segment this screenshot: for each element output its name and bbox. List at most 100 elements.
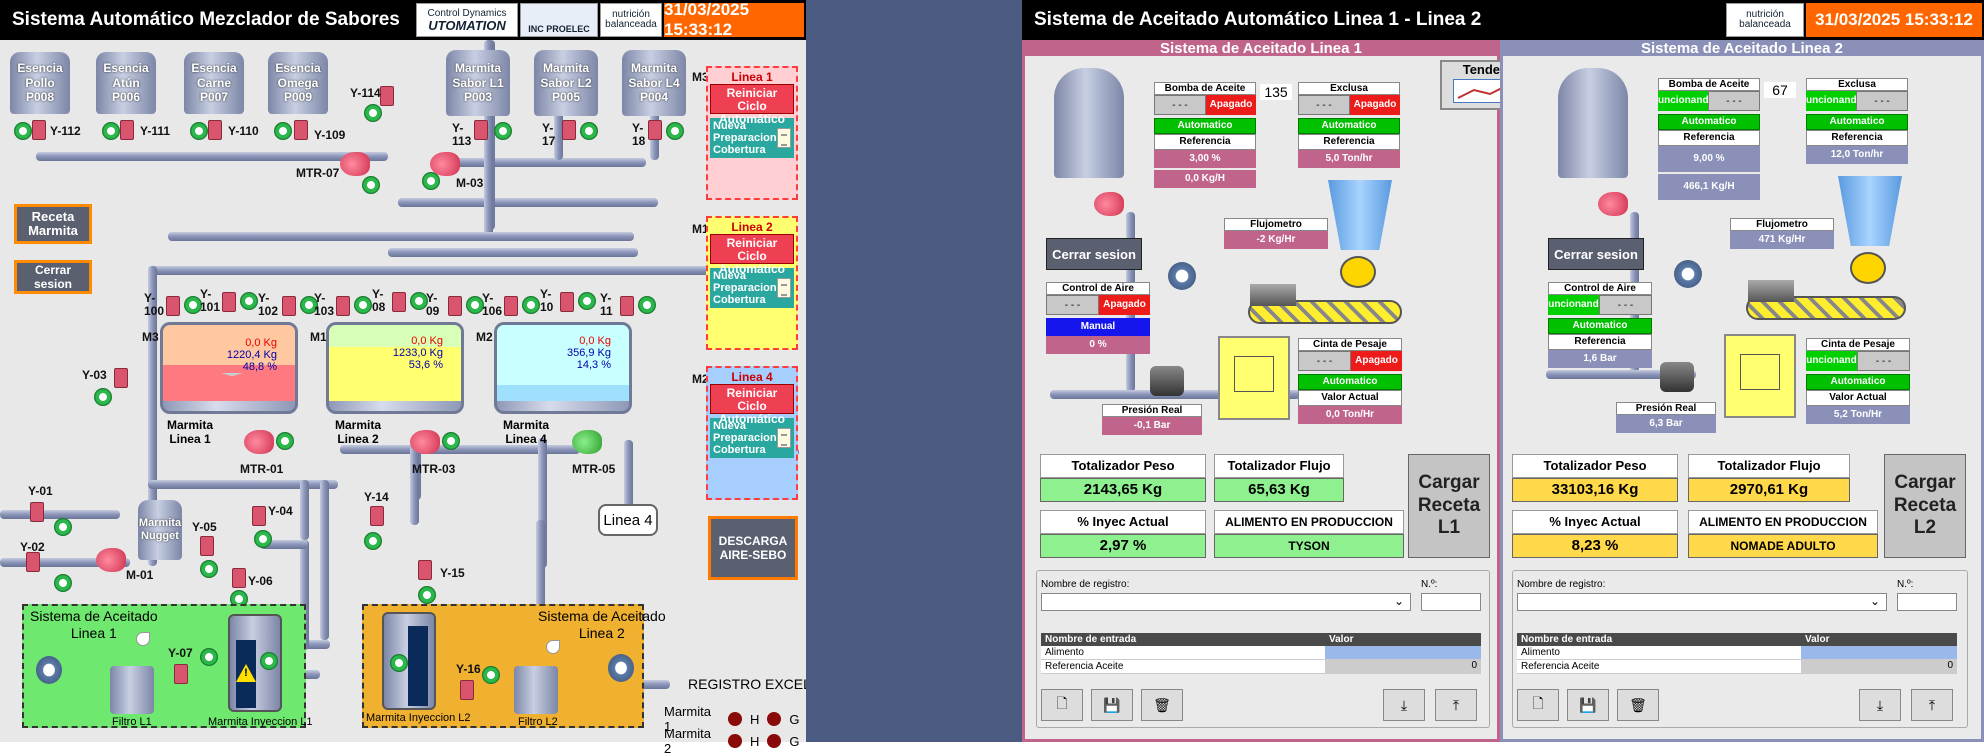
- valve-y17[interactable]: [562, 120, 576, 140]
- linea4-button[interactable]: Linea 4: [598, 504, 658, 536]
- valve-y15[interactable]: [418, 560, 432, 580]
- aire-l1-mode[interactable]: Manual: [1046, 318, 1150, 336]
- numero-registro-l2-input[interactable]: [1897, 593, 1957, 611]
- bomba-l2-toggle[interactable]: - - -: [1708, 91, 1760, 111]
- valve-y16[interactable]: [460, 680, 474, 700]
- cargar-receta-l1-button[interactable]: Cargar Receta L1: [1408, 454, 1490, 558]
- valve-y100[interactable]: [166, 296, 180, 316]
- inyeccion-l1-tank[interactable]: !: [228, 614, 282, 712]
- nueva-preparacion-l1-button[interactable]: Nueva Preparacion Cobertura: [710, 118, 794, 158]
- pump-mtr01[interactable]: [244, 430, 274, 454]
- nombre-registro-l2-select[interactable]: ⌄: [1517, 593, 1887, 611]
- reiniciar-ciclo-l4-button[interactable]: Reiniciar Ciclo Automático: [710, 384, 794, 426]
- new-record-button[interactable]: 🗋: [1041, 689, 1083, 721]
- bomba-l2-ref-value[interactable]: 9,00 %: [1658, 146, 1760, 172]
- valve-y102[interactable]: [282, 296, 296, 316]
- valve-y03[interactable]: [114, 368, 128, 388]
- rotary-valve-l1[interactable]: [1340, 256, 1376, 288]
- bomba-l1-toggle[interactable]: - - -: [1154, 95, 1206, 115]
- valve-y01[interactable]: [30, 502, 44, 522]
- exclusa-l1-toggle[interactable]: - - -: [1298, 95, 1350, 115]
- table-row[interactable]: Alimento: [1517, 646, 1957, 660]
- cinta-l2-mode[interactable]: Automatico: [1806, 374, 1910, 390]
- table-row[interactable]: Alimento: [1041, 646, 1481, 660]
- reiniciar-ciclo-l2-button[interactable]: Reiniciar Ciclo Automático: [710, 234, 794, 276]
- aire-l2-mode[interactable]: Automatico: [1548, 318, 1652, 334]
- marmita-linea-1[interactable]: 0,0 Kg 1220,4 Kg 48,8 %: [160, 322, 298, 414]
- marmita-linea-4[interactable]: 0,0 Kg 356,9 Kg 14,3 %: [494, 322, 632, 414]
- valve-y101[interactable]: [222, 292, 236, 312]
- numero-registro-l1-input[interactable]: [1421, 593, 1481, 611]
- exclusa-l1-ref-value[interactable]: 5,0 Ton/hr: [1298, 150, 1400, 168]
- marmita-linea-2[interactable]: 0,0 Kg 1233,0 Kg 53,6 %: [326, 322, 464, 414]
- nombre-registro-l1-select[interactable]: ⌄: [1041, 593, 1411, 611]
- valve-y110[interactable]: [208, 120, 222, 140]
- valve-y114[interactable]: [380, 86, 394, 106]
- inyeccion-l2-tank[interactable]: [382, 612, 436, 710]
- valve-y14[interactable]: [370, 506, 384, 526]
- cinta-l1-toggle[interactable]: - - -: [1298, 351, 1351, 371]
- record-g-icon[interactable]: [767, 712, 782, 726]
- aire-l2-toggle[interactable]: - - -: [1599, 295, 1652, 315]
- save-record-button[interactable]: 💾: [1567, 689, 1609, 721]
- nueva-preparacion-l2-button[interactable]: Nueva Preparacion Cobertura: [710, 268, 794, 308]
- bomba-l1-mode[interactable]: Automatico: [1154, 118, 1256, 134]
- delete-record-button[interactable]: 🗑: [1141, 689, 1183, 721]
- exclusa-l1-mode[interactable]: Automatico: [1298, 118, 1400, 134]
- cinta-l2-toggle[interactable]: - - -: [1857, 351, 1910, 371]
- valve-y02[interactable]: [26, 552, 40, 572]
- tank-marmita-nugget[interactable]: Marmita Nugget: [138, 500, 182, 560]
- aire-l2-value[interactable]: 1,6 Bar: [1548, 350, 1652, 368]
- reiniciar-ciclo-l1-button[interactable]: Reiniciar Ciclo Automático: [710, 84, 794, 126]
- record-h-icon[interactable]: [728, 712, 742, 726]
- pump-mtr05[interactable]: [572, 430, 602, 454]
- import-button[interactable]: ⤓: [1859, 689, 1901, 721]
- exclusa-l2-toggle[interactable]: - - -: [1856, 91, 1908, 111]
- aire-l1-value[interactable]: 0 %: [1046, 336, 1150, 354]
- pump-aceite-l1[interactable]: [1094, 192, 1124, 216]
- delete-record-button[interactable]: 🗑: [1617, 689, 1659, 721]
- valve-y103[interactable]: [336, 296, 350, 316]
- cerrar-sesion-l1-button[interactable]: Cerrar sesion: [1046, 238, 1142, 270]
- valve-y18[interactable]: [648, 120, 662, 140]
- new-record-button[interactable]: 🗋: [1517, 689, 1559, 721]
- cerrar-sesion-l2-button[interactable]: Cerrar sesion: [1548, 238, 1644, 270]
- bomba-l2-mode[interactable]: Automatico: [1658, 114, 1760, 130]
- valve-y04[interactable]: [252, 506, 266, 526]
- bomba-l1-ref-value[interactable]: 3,00 %: [1154, 150, 1256, 168]
- valve-y08[interactable]: [392, 292, 406, 312]
- nueva-preparacion-l4-button[interactable]: Nueva Preparacion Cobertura: [710, 418, 794, 458]
- pump-mtr07[interactable]: [340, 152, 370, 176]
- save-record-button[interactable]: 💾: [1091, 689, 1133, 721]
- pump-m01[interactable]: [96, 548, 126, 572]
- exclusa-l2-ref-value[interactable]: 12,0 Ton/hr: [1806, 146, 1908, 164]
- valve-y10[interactable]: [560, 292, 574, 312]
- valve-y06[interactable]: [232, 568, 246, 588]
- valve-y05[interactable]: [200, 536, 214, 556]
- valve-y09[interactable]: [448, 296, 462, 316]
- pump-mtr03[interactable]: [410, 430, 440, 454]
- exclusa-l2-mode[interactable]: Automatico: [1806, 114, 1908, 130]
- export-button[interactable]: ⤒: [1911, 689, 1953, 721]
- valve-y11[interactable]: [620, 296, 634, 316]
- cargar-receta-l2-button[interactable]: Cargar Receta L2: [1884, 454, 1966, 558]
- record-h-icon[interactable]: [728, 734, 742, 748]
- valve-y111[interactable]: [120, 120, 134, 140]
- cinta-l1-mode[interactable]: Automatico: [1298, 374, 1402, 390]
- valve-y106[interactable]: [504, 296, 518, 316]
- descarga-aire-sebo-button[interactable]: DESCARGA AIRE-SEBO: [708, 516, 798, 580]
- record-g-icon[interactable]: [767, 734, 782, 748]
- valve-y112[interactable]: [32, 120, 46, 140]
- pump-aceite-l2[interactable]: [1598, 192, 1628, 216]
- import-button[interactable]: ⤓: [1383, 689, 1425, 721]
- export-button[interactable]: ⤒: [1435, 689, 1477, 721]
